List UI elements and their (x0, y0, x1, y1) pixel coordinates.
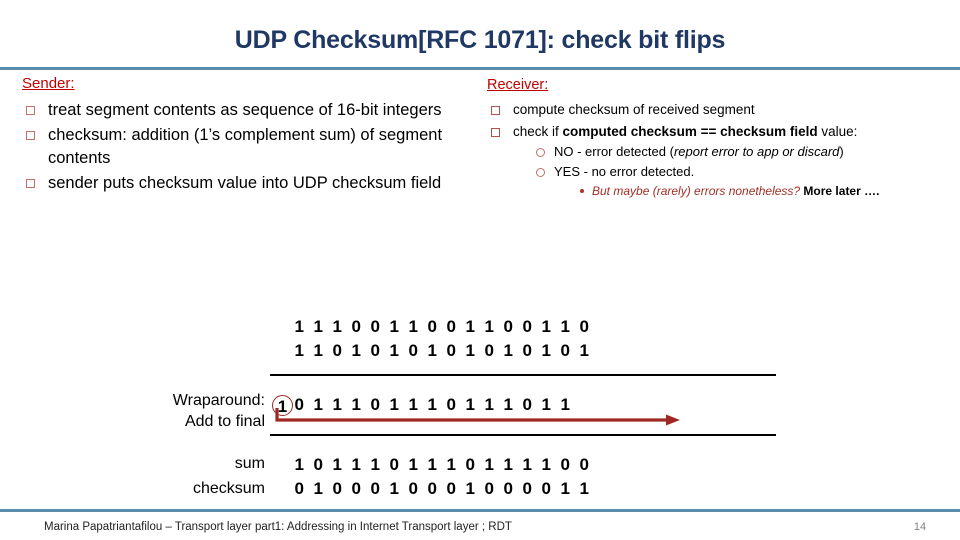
receiver-heading: Receiver: (487, 77, 549, 93)
footer-divider (0, 509, 960, 512)
wraparound-arrow (275, 408, 680, 426)
sender-bullet-list: treat segment contents as sequence of 16… (22, 99, 474, 195)
title-divider (0, 67, 960, 70)
footer-attribution: Marina Papatriantafilou – Transport laye… (44, 521, 512, 533)
sender-bullet-2: checksum: addition (1’s complement sum) … (48, 125, 443, 168)
sender-bullet-1: treat segment contents as sequence of 16… (48, 101, 442, 119)
list-item: compute checksum of received segment (487, 100, 947, 121)
receiver-sub-2: YES - no error detected. (554, 164, 695, 179)
receiver-bullet-2-suffix: value: (817, 123, 858, 139)
wraparound-label-line2: Add to final (184, 413, 265, 430)
list-item: But maybe (rarely) errors nonetheless? M… (578, 182, 947, 200)
receiver-sub-1-suffix: ) (839, 144, 844, 159)
wraparound-label-line1: Wraparound: (172, 392, 265, 409)
list-item: NO - error detected (report error to app… (535, 142, 947, 162)
sum-rule-top (270, 374, 776, 376)
receiver-note-emphasis: But maybe (rarely) errors nonetheless? (592, 184, 801, 198)
receiver-sub-1-prefix: NO - error detected ( (554, 144, 674, 159)
receiver-bullet-2-emphasis: computed checksum == checksum field (562, 123, 818, 139)
receiver-bullet-1: compute checksum of received segment (513, 102, 755, 117)
list-item: YES - no error detected. But maybe (rare… (535, 162, 947, 200)
carry-bit-circled: 1 (272, 395, 293, 416)
sender-heading: Sender: (22, 75, 75, 92)
sum-label: sum (234, 455, 265, 472)
receiver-bullet-list: compute checksum of received segment che… (487, 100, 947, 200)
sum-rule-bottom (270, 434, 776, 436)
checksum-label: checksum (192, 480, 265, 497)
receiver-note-list: But maybe (rarely) errors nonetheless? M… (554, 182, 947, 200)
page-title: UDP Checksum[RFC 1071]: check bit flips (234, 26, 726, 54)
list-item: sender puts checksum value into UDP chec… (22, 172, 474, 196)
receiver-sub-list: NO - error detected (report error to app… (513, 142, 947, 200)
list-item: checksum: addition (1’s complement sum) … (22, 124, 474, 171)
receiver-column: Receiver: compute checksum of received s… (487, 76, 947, 201)
sender-bullet-3: sender puts checksum value into UDP chec… (48, 173, 442, 192)
wraparound-label: Wraparound: Add to final (60, 390, 265, 432)
receiver-sub-1-italic: report error to app or discard (673, 144, 840, 159)
page-number: 14 (913, 521, 927, 533)
list-item: check if computed checksum == checksum f… (487, 122, 947, 201)
receiver-note-tail: More later …. (800, 184, 880, 198)
sender-column: Sender: treat segment contents as sequen… (22, 74, 474, 196)
receiver-bullet-2-prefix: check if (513, 123, 563, 139)
list-item: treat segment contents as sequence of 16… (22, 99, 474, 123)
